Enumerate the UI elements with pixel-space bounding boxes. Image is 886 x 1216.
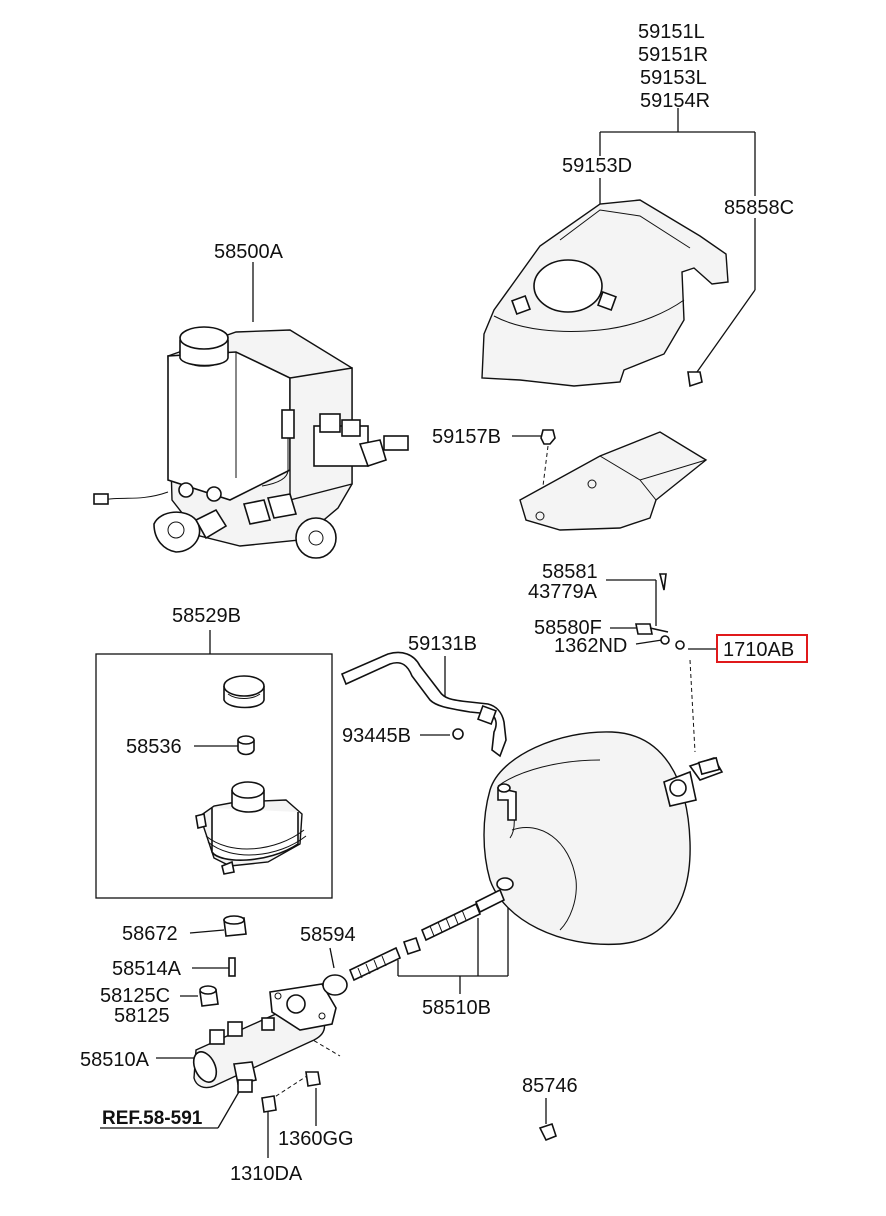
label-85858C: 85858C xyxy=(724,197,794,219)
label-59153D: 59153D xyxy=(562,155,632,177)
label-58580F: 58580F xyxy=(534,617,602,639)
part-labels: 59151L 59151R 59153L 59154R 59153D 85858… xyxy=(80,21,808,1185)
label-59154R: 59154R xyxy=(640,90,710,112)
label-58581: 58581 xyxy=(542,561,598,583)
label-58672: 58672 xyxy=(122,923,178,945)
label-59157B: 59157B xyxy=(432,426,501,448)
label-58536: 58536 xyxy=(126,736,182,758)
label-ref-58-591: REF.58-591 xyxy=(102,1108,203,1129)
label-1360GG: 1360GG xyxy=(278,1128,354,1150)
label-58125: 58125 xyxy=(114,1005,170,1027)
label-58510B: 58510B xyxy=(422,997,491,1019)
master-cylinder xyxy=(192,915,557,1142)
label-1362ND: 1362ND xyxy=(554,635,627,657)
label-1710AB: 1710AB xyxy=(723,639,794,661)
label-58594: 58594 xyxy=(300,924,356,946)
label-93445B: 93445B xyxy=(342,725,411,747)
leader-lines xyxy=(100,108,756,1158)
brake-booster xyxy=(483,573,724,946)
label-1310DA: 1310DA xyxy=(230,1163,303,1185)
lower-shield xyxy=(519,429,708,531)
label-59131B: 59131B xyxy=(408,633,477,655)
label-58500A: 58500A xyxy=(214,241,284,263)
reservoir-kit xyxy=(95,653,333,899)
label-43779A: 43779A xyxy=(528,581,598,603)
label-85746: 85746 xyxy=(522,1075,578,1097)
label-59151R: 59151R xyxy=(638,44,708,66)
label-58529B: 58529B xyxy=(172,605,241,627)
highlight-box xyxy=(716,634,808,663)
label-58514A: 58514A xyxy=(112,958,182,980)
label-59151L: 59151L xyxy=(638,21,705,43)
label-58510A: 58510A xyxy=(80,1049,150,1071)
vacuum-hose xyxy=(340,651,507,758)
reservoir-kit-frame xyxy=(95,653,333,899)
hydraulic-unit xyxy=(93,326,409,559)
heat-shield xyxy=(481,199,729,388)
pushrod-springs xyxy=(348,877,514,982)
label-59153L: 59153L xyxy=(640,67,707,89)
label-58125C: 58125C xyxy=(100,985,170,1007)
